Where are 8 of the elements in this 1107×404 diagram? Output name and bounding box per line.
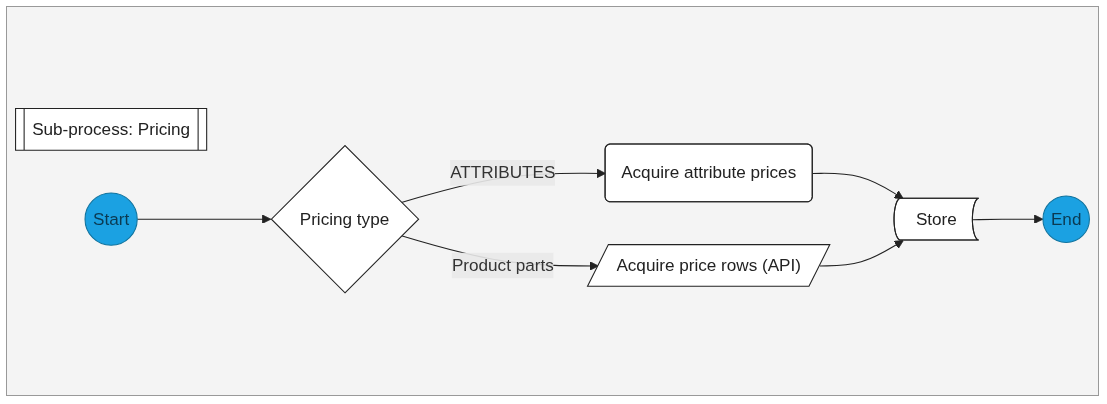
arrow — [819, 240, 904, 267]
node-circle: End — [1042, 195, 1090, 244]
arrow — [812, 173, 904, 200]
edge-label: Product parts — [451, 256, 554, 275]
node-circle: Start — [84, 192, 138, 247]
node-diamond: Pricing type — [270, 145, 420, 294]
edge-label: ATTRIBUTES — [450, 163, 556, 182]
arrow — [972, 214, 1044, 225]
